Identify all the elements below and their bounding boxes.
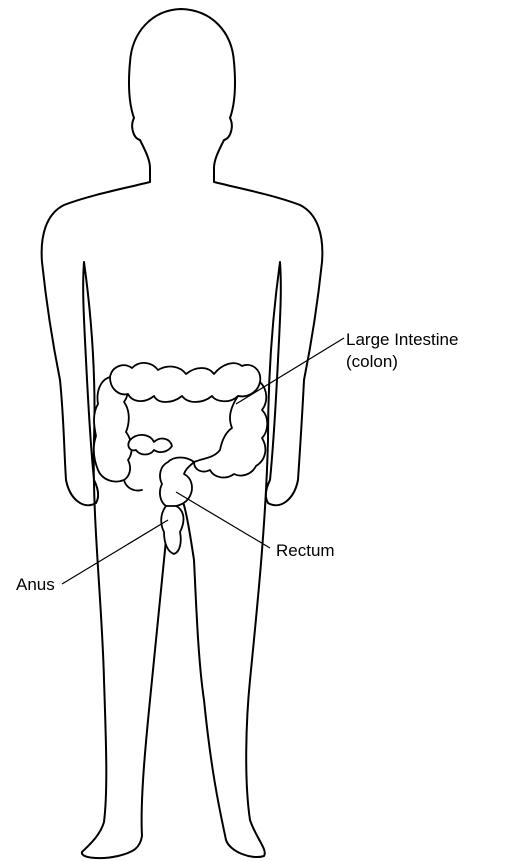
anus-leader [62, 520, 168, 584]
rectum-label: Rectum [276, 541, 335, 560]
large-intestine-label: Large Intestine [346, 330, 458, 349]
anus-label: Anus [16, 575, 55, 594]
body-outline [42, 9, 323, 858]
appendix [124, 480, 142, 491]
small-intestine-loops [128, 435, 172, 455]
colon-label: (colon) [346, 352, 398, 371]
